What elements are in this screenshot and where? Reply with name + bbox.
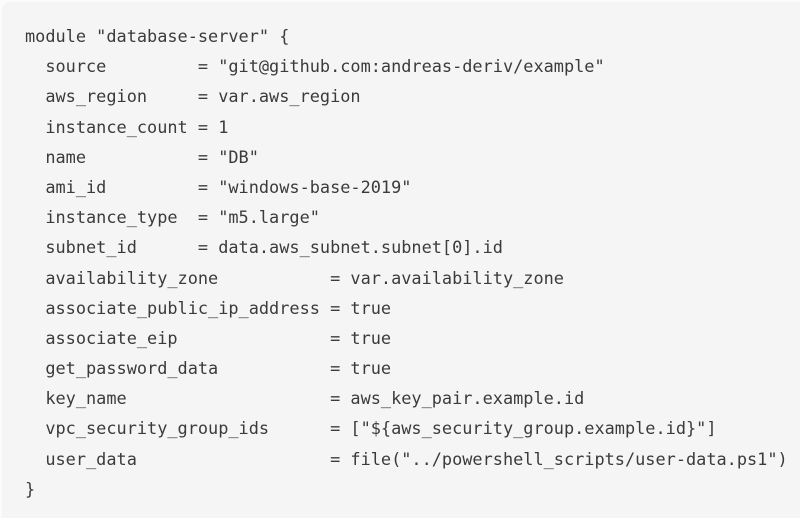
code-line: subnet_id = data.aws_subnet.subnet[0].id bbox=[25, 237, 503, 258]
code-line: aws_region = var.aws_region bbox=[25, 86, 361, 107]
code-line: key_name = aws_key_pair.example.id bbox=[25, 388, 585, 409]
code-line: associate_public_ip_address = true bbox=[25, 297, 392, 318]
code-content: module "database-server" { source = "git… bbox=[2, 2, 800, 504]
code-line: name = "DB" bbox=[25, 146, 259, 167]
code-line: get_password_data = true bbox=[25, 358, 392, 379]
code-line: module "database-server" { bbox=[25, 26, 290, 46]
code-line: user_data = file("../powershell_scripts/… bbox=[25, 448, 788, 469]
code-line: availability_zone = var.availability_zon… bbox=[25, 267, 564, 288]
code-line: vpc_security_group_ids = ["${aws_securit… bbox=[25, 418, 717, 439]
code-line: instance_count = 1 bbox=[25, 116, 229, 137]
code-line: instance_type = "m5.large" bbox=[25, 207, 320, 228]
code-line: source = "git@github.com:andreas-deriv/e… bbox=[25, 56, 605, 77]
code-line: associate_eip = true bbox=[25, 327, 392, 348]
code-line: } bbox=[25, 478, 36, 499]
code-line: ami_id = "windows-base-2019" bbox=[25, 176, 412, 197]
